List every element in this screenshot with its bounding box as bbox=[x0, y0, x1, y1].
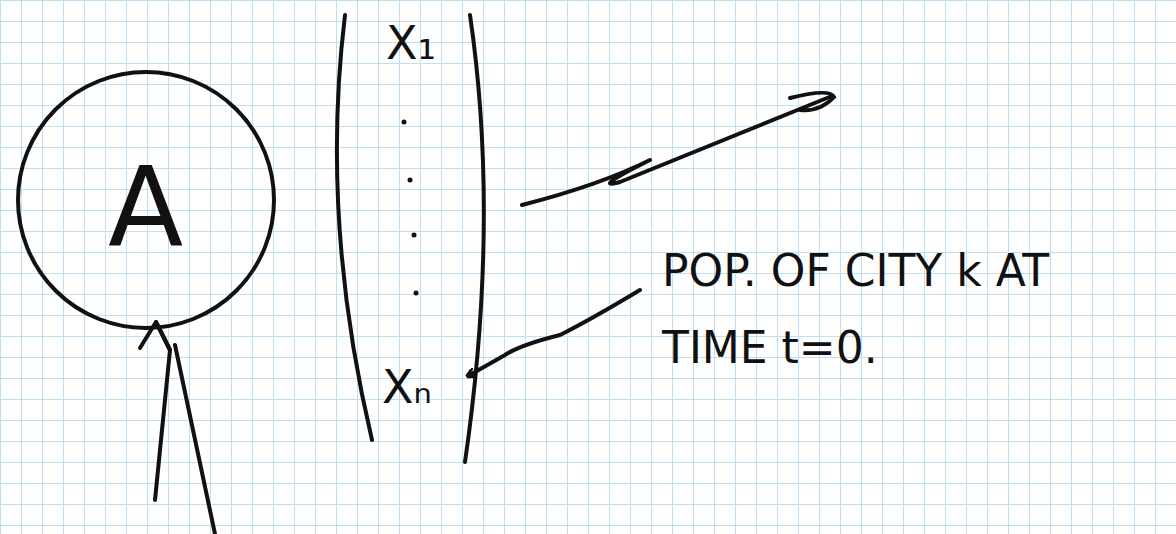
ellipsis-dots bbox=[402, 120, 419, 296]
arrow-head bbox=[790, 93, 834, 110]
circle-node: A bbox=[14, 68, 278, 332]
leader-line bbox=[468, 290, 640, 376]
vector-entry: Xₙ bbox=[382, 362, 462, 413]
up-arrow-stroke bbox=[175, 345, 215, 534]
node-letter: A bbox=[108, 148, 183, 269]
right-bracket bbox=[465, 15, 484, 462]
left-bracket bbox=[337, 15, 372, 440]
vector-entry: X₁ bbox=[386, 18, 466, 69]
note-text: POP. OF CITY k AT TIME t=0. bbox=[662, 232, 1132, 386]
squiggle-arrow bbox=[522, 96, 832, 205]
